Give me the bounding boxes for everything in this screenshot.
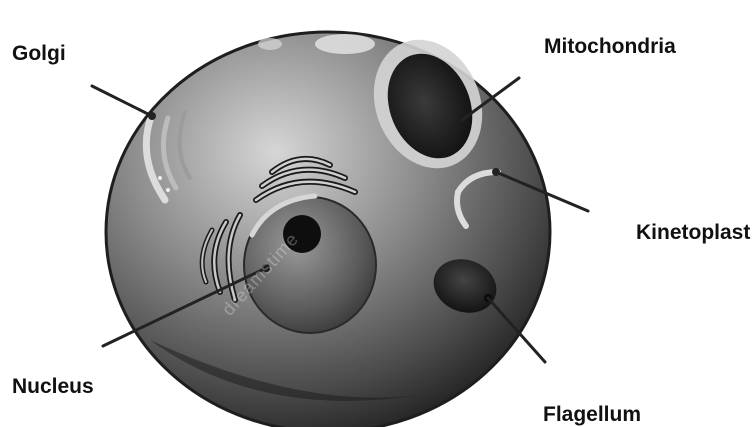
kinetoplast-label: Kinetoplast [636, 222, 750, 243]
golgi-label: Golgi [12, 43, 66, 64]
golgi-leader-line [92, 86, 152, 116]
cell-highlight [315, 34, 375, 54]
cell-highlight-small [258, 38, 282, 50]
mitochondria-label: Mitochondria [544, 36, 676, 57]
flagellum-label: Flagellum [543, 404, 641, 425]
nucleus-label: Nucleus [12, 376, 94, 397]
